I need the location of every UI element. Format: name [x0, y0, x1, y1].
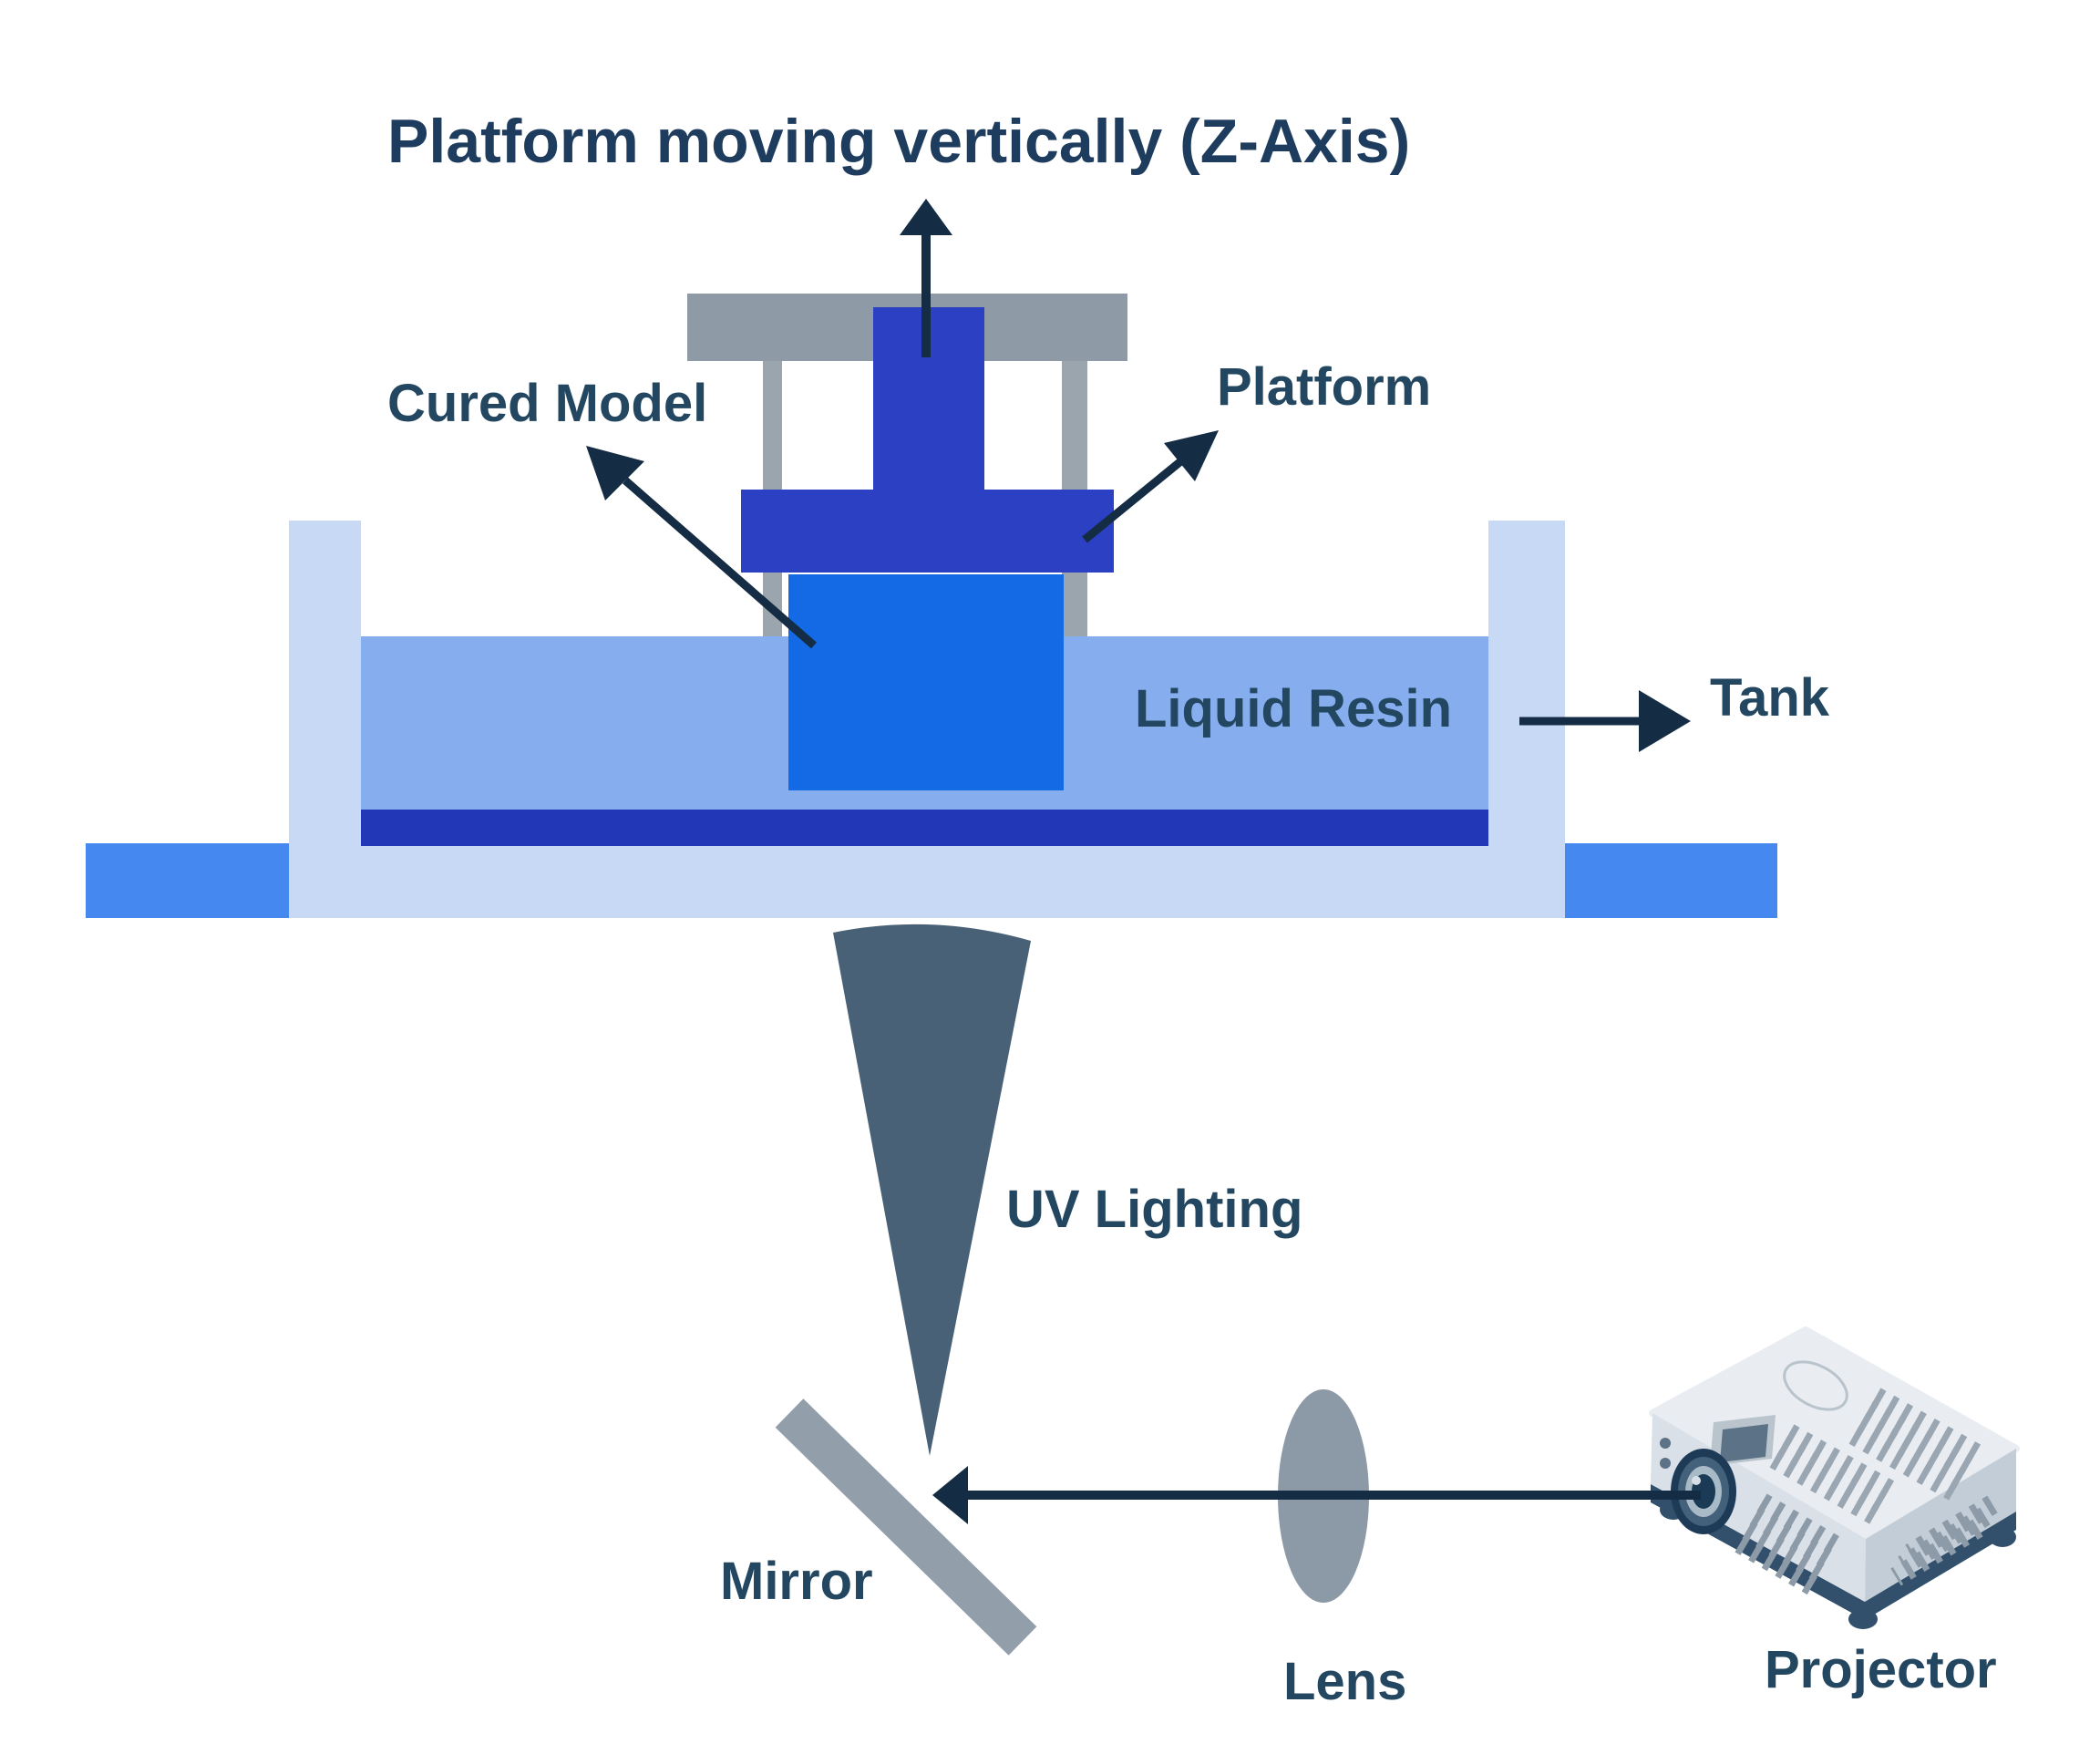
label-uv-lighting: UV Lighting: [1006, 1180, 1303, 1239]
label-cured-model: Cured Model: [387, 374, 708, 433]
light-beam-arrow-icon: [932, 1466, 1701, 1524]
base-slab-right: [1565, 843, 1777, 918]
z-axis-shaft: [873, 307, 984, 490]
projector-icon: [1649, 1326, 2020, 1629]
cured-model-block: [788, 574, 1064, 790]
build-platform: [741, 490, 1114, 573]
lens-icon: [1278, 1389, 1369, 1603]
label-projector: Projector: [1765, 1640, 1997, 1699]
label-liquid-resin: Liquid Resin: [1135, 679, 1452, 738]
uv-cone-icon: [833, 924, 1031, 1456]
base-slab-left: [86, 843, 289, 918]
cured-bottom-layer: [361, 810, 1488, 846]
label-tank: Tank: [1710, 668, 1830, 728]
tank-bottom: [289, 846, 1565, 918]
label-platform: Platform: [1217, 357, 1432, 417]
page-title: Platform moving vertically (Z-Axis): [387, 107, 1411, 176]
label-mirror: Mirror: [720, 1552, 873, 1611]
label-lens: Lens: [1283, 1652, 1407, 1711]
